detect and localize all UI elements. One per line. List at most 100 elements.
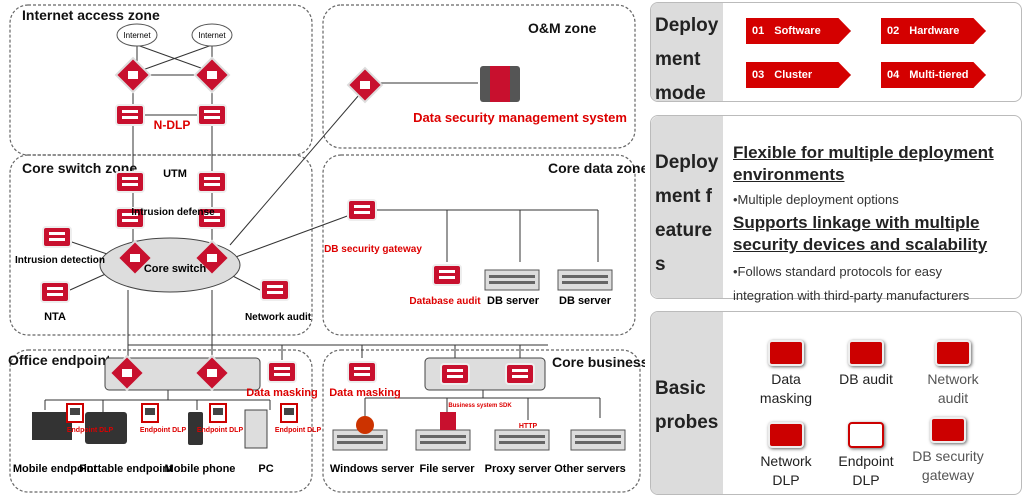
zone-office <box>9 349 313 493</box>
ndlp-label: N-DLP <box>154 118 191 132</box>
db-server-label: DB server <box>487 295 540 307</box>
tablet-icon <box>85 412 127 444</box>
intrusion-detection-icon <box>42 226 72 248</box>
ndlp-device-icon <box>197 104 227 126</box>
deployment-features-title: Deployment features <box>651 116 723 298</box>
zone-core-switch <box>9 154 313 336</box>
network-diagram: Internet access zone O&M zone Core switc… <box>8 4 645 493</box>
db-server-icon <box>557 269 613 291</box>
basic-probes-panel: Basic probes Data masking DB audit Netwo… <box>650 311 1022 495</box>
windows-server-icon <box>332 429 388 451</box>
ndlp-device-icon <box>115 104 145 126</box>
db-gateway-label: DB security gateway <box>324 244 422 255</box>
utm-device-icon <box>197 171 227 193</box>
utm-device-icon <box>115 171 145 193</box>
feature-heading: Supports linkage with multiple security … <box>733 213 988 254</box>
data-masking-label: Data masking <box>246 387 318 399</box>
probe-endpoint-dlp: Endpoint DLP <box>826 422 906 490</box>
proxy-server-icon <box>494 429 550 451</box>
db-security-gateway-icon <box>930 417 966 443</box>
data-masking-label: Data masking <box>329 387 401 399</box>
probe-data-masking: Data masking <box>746 340 826 408</box>
zone-title-core-data: Core data zone <box>548 160 645 176</box>
db-server-label: DB server <box>559 295 612 307</box>
endpoint-dlp-icon <box>141 403 159 423</box>
probe-db-audit: DB audit <box>826 340 906 389</box>
network-audit-icon <box>260 279 290 301</box>
firewall-icon <box>115 57 151 93</box>
cloud-icon: Internet <box>191 23 233 47</box>
cloud-icon: Internet <box>116 23 158 47</box>
endpoint-dlp-label: Endpoint DLP <box>67 427 114 434</box>
endpoint-dlp-label: Endpoint DLP <box>140 427 187 434</box>
pc-label: PC <box>258 463 273 475</box>
business-device-icon <box>440 363 470 385</box>
mobile-endpoint-label: Mobile endpoint <box>13 463 98 475</box>
zone-title-internet: Internet access zone <box>22 7 160 23</box>
feature-detail: •Follows standard protocols for easy int… <box>733 264 970 303</box>
deployment-features-panel: Deployment features Flexible for multipl… <box>650 115 1022 303</box>
network-dlp-icon <box>768 422 804 448</box>
other-server-icon <box>570 429 626 451</box>
network-audit-icon <box>935 340 971 366</box>
sdk-label: Business system SDK <box>448 403 512 409</box>
zone-title-core-switch: Core switch zone <box>22 160 137 176</box>
db-security-gateway-icon <box>347 199 377 221</box>
intrusion-defense-label: Intrusion defense <box>131 207 215 218</box>
portable-endpoint-label: Portable endpoint <box>79 463 173 475</box>
mobile-phone-label: Mobile phone <box>165 463 236 475</box>
data-masking-icon <box>347 361 377 383</box>
file-server-label: File server <box>419 463 475 475</box>
data-masking-icon <box>768 340 804 366</box>
endpoint-dlp-icon <box>848 422 884 448</box>
phone-icon <box>188 412 203 445</box>
file-server-icon <box>415 429 471 451</box>
zone-internet <box>9 4 313 156</box>
zone-title-om: O&M zone <box>528 20 597 36</box>
zone-core-business <box>322 349 641 493</box>
utm-label: UTM <box>163 168 187 180</box>
probe-db-security-gateway: DB security gateway <box>908 417 988 485</box>
feature-heading: Flexible for multiple deployment environ… <box>733 143 994 184</box>
endpoint-dlp-icon <box>280 403 298 423</box>
windows-logo-icon <box>356 416 374 434</box>
nta-label: NTA <box>44 311 66 323</box>
data-masking-icon <box>267 361 297 383</box>
pc-icon <box>244 409 268 449</box>
nta-icon <box>40 281 70 303</box>
database-audit-icon <box>432 264 462 286</box>
zone-core-data <box>322 154 636 336</box>
http-label: HTTP <box>519 423 538 430</box>
endpoint-dlp-icon <box>209 403 227 423</box>
zone-om <box>322 4 636 149</box>
feature-detail: •Multiple deployment options <box>733 192 899 207</box>
db-server-icon <box>484 269 540 291</box>
endpoint-dlp-label: Endpoint DLP <box>275 427 322 434</box>
management-node-icon <box>347 67 383 103</box>
management-server-icon <box>480 66 520 102</box>
network-audit-label: Network audit <box>245 312 312 323</box>
other-servers-label: Other servers <box>554 463 626 475</box>
business-device-icon <box>505 363 535 385</box>
basic-probes-title: Basic probes <box>651 312 723 494</box>
svg-text:Internet: Internet <box>198 31 226 40</box>
intrusion-detection-label: Intrusion detection <box>15 255 105 266</box>
proxy-server-label: Proxy server <box>485 463 552 475</box>
laptop-icon <box>32 412 72 440</box>
dsms-label: Data security management system <box>413 110 627 125</box>
endpoint-dlp-icon <box>66 403 84 423</box>
database-audit-label: Database audit <box>409 296 481 307</box>
folder-icon <box>440 412 456 430</box>
core-switch-label: Core switch <box>144 263 207 275</box>
probe-network-audit: Network audit <box>913 340 993 408</box>
windows-server-label: Windows server <box>330 463 415 475</box>
db-audit-icon <box>848 340 884 366</box>
zone-title-core-business: Core business zone <box>552 354 645 370</box>
endpoint-dlp-label: Endpoint DLP <box>197 427 244 434</box>
firewall-icon <box>194 57 230 93</box>
